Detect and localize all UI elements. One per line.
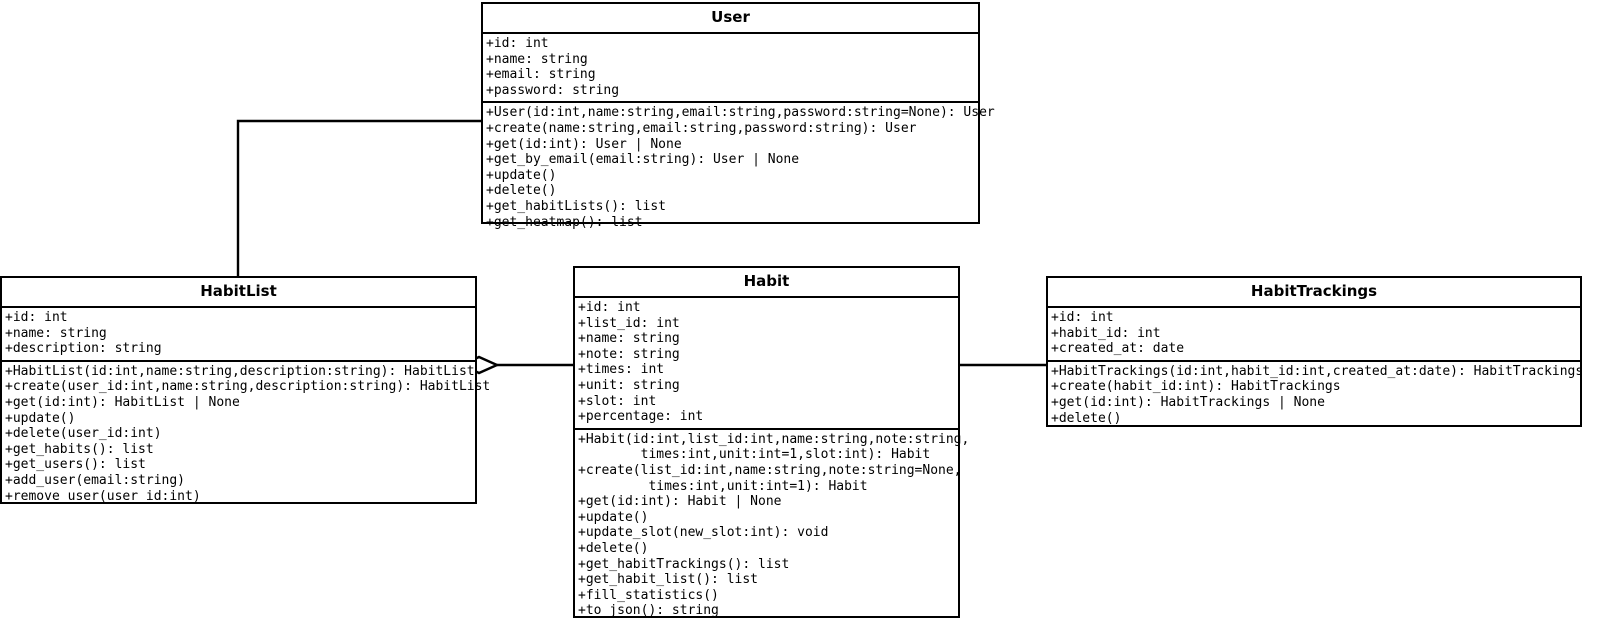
method-row: +HabitTrackings(id:int,habit_id:int,crea… [1051, 363, 1584, 379]
class-attributes-habitlist: +id: int +name: string +description: str… [2, 308, 475, 362]
class-methods-habitlist: +HabitList(id:int,name:string,descriptio… [2, 362, 491, 507]
attribute-row: +percentage: int [578, 409, 704, 425]
method-row: times:int,unit:int=1,slot:int): Habit [578, 447, 931, 463]
method-row: +add_user(email:string) [5, 472, 186, 488]
method-row: +create(name:string,email:string,passwor… [486, 120, 917, 136]
method-row: +delete(user_id:int) [5, 426, 162, 442]
method-row: +update_slot(new_slot:int): void [578, 525, 829, 541]
attribute-row: +name: string [486, 51, 588, 67]
attribute-row: +note: string [578, 346, 680, 362]
method-row: +get(id:int): Habit | None [578, 494, 782, 510]
class-title-user: User [483, 4, 978, 34]
method-row: +create(habit_id:int): HabitTrackings [1051, 379, 1341, 395]
attribute-row: +name: string [5, 325, 107, 341]
method-row: +get_habits(): list [5, 441, 154, 457]
method-row: +fill_statistics() [578, 587, 719, 603]
class-box-habitlist[interactable]: HabitList +id: int +name: string +descri… [0, 276, 491, 507]
class-attributes-user: +id: int +name: string +email: string +p… [483, 34, 978, 104]
method-row: +delete() [1051, 410, 1122, 426]
method-row: +update() [5, 410, 76, 426]
attribute-row: +name: string [578, 331, 680, 347]
method-row: +get_by_email(email:string): User | None [486, 152, 800, 168]
method-row: +get_habitTrackings(): list [578, 556, 790, 572]
attribute-row: +email: string [486, 67, 596, 83]
method-row: +get_habit_list(): list [578, 572, 759, 588]
attribute-row: +id: int [5, 310, 68, 325]
method-row: +get(id:int): HabitTrackings | None [1051, 394, 1325, 410]
class-box-habit[interactable]: Habit +id: int +list_id: int +name: stri… [573, 266, 969, 618]
class-methods-habit: +Habit(id:int,list_id:int,name:string,no… [575, 430, 970, 622]
method-row: times:int,unit:int=1): Habit [578, 478, 868, 494]
class-attributes-habit: +id: int +list_id: int +name: string +no… [575, 298, 958, 430]
method-row: +User(id:int,name:string,email:string,pa… [486, 105, 995, 121]
attribute-row: +id: int [1051, 310, 1114, 325]
method-row: +update() [486, 167, 557, 183]
class-box-user[interactable]: User +id: int +name: string +email: stri… [481, 2, 995, 230]
attribute-row: +unit: string [578, 377, 680, 393]
class-title-habittrackings: HabitTrackings [1048, 278, 1580, 308]
class-title-habitlist: HabitList [2, 278, 475, 308]
method-row: +remove_user(user_id:int) [5, 488, 201, 504]
method-row: +get(id:int): User | None [486, 136, 682, 152]
attribute-row: +description: string [5, 341, 162, 357]
attribute-row: +id: int [486, 36, 549, 51]
method-row: +get_habitLists(): list [486, 198, 667, 214]
method-row: +to_json(): string [578, 603, 719, 619]
method-row: +HabitList(id:int,name:string,descriptio… [5, 363, 475, 379]
method-row: +get_users(): list [5, 457, 146, 473]
attribute-row: +slot: int [578, 393, 657, 409]
method-row: +Habit(id:int,list_id:int,name:string,no… [578, 431, 970, 447]
attribute-row: +habit_id: int [1051, 325, 1161, 341]
class-attributes-habittrackings: +id: int +habit_id: int +created_at: dat… [1048, 308, 1580, 362]
attribute-row: +password: string [486, 82, 620, 98]
relationship-habitlist-habit [459, 355, 575, 375]
method-row: +create(list_id:int,name:string,note:str… [578, 462, 962, 478]
method-row: +delete() [486, 183, 557, 199]
attribute-row: +list_id: int [578, 315, 680, 331]
attribute-row: +times: int [578, 362, 665, 378]
attribute-row: +created_at: date [1051, 341, 1185, 357]
class-box-habittrackings[interactable]: HabitTrackings +id: int +habit_id: int +… [1046, 276, 1584, 429]
attribute-row: +id: int [578, 300, 641, 315]
method-row: +update() [578, 509, 649, 525]
class-methods-user: +User(id:int,name:string,email:string,pa… [483, 103, 995, 233]
method-row: +create(user_id:int,name:string,descript… [5, 379, 491, 395]
method-row: +get(id:int): HabitList | None [5, 394, 240, 410]
class-methods-habittrackings: +HabitTrackings(id:int,habit_id:int,crea… [1048, 362, 1584, 429]
method-row: +delete() [578, 540, 649, 556]
class-title-habit: Habit [575, 268, 958, 298]
relationship-user-habitlist [236, 119, 483, 278]
method-row: +get_heatmap(): list [486, 214, 643, 230]
